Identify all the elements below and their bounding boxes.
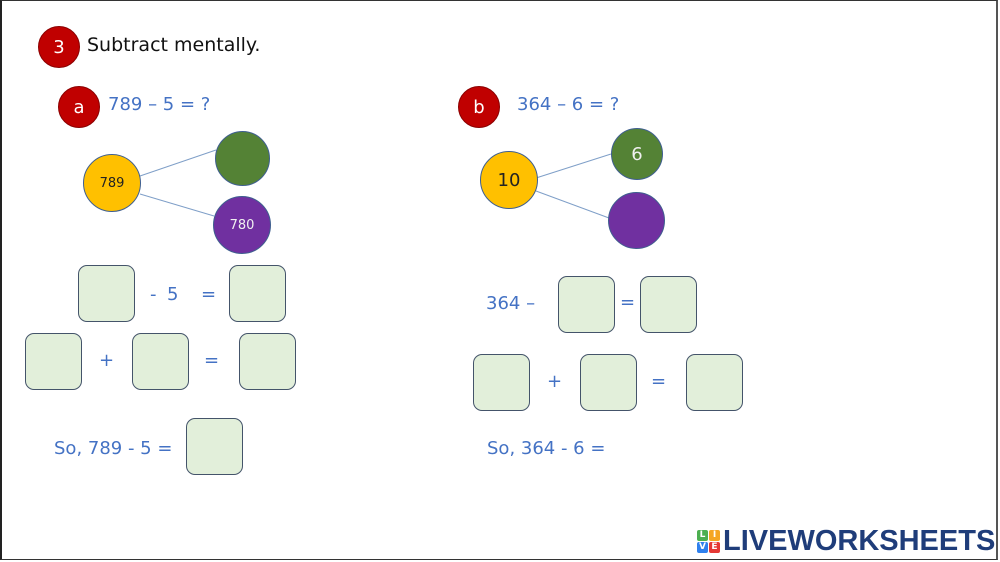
part-b-equation: 364 – 6 = ?: [517, 94, 620, 115]
logo-tile-e: E: [709, 541, 720, 553]
part-a-equation: 789 – 5 = ?: [108, 94, 211, 115]
part-b-answer-box-2[interactable]: [640, 276, 697, 333]
part-a-bottom-part-circle: 780: [213, 196, 271, 254]
part-b-label: b: [473, 96, 485, 118]
part-b-equals-1: =: [620, 292, 636, 313]
part-b-bottom-part-circle[interactable]: [608, 192, 665, 249]
part-b-answer-box-1[interactable]: [558, 276, 615, 333]
logo-tile-l: L: [697, 529, 708, 541]
logo-tile-i: I: [709, 529, 720, 541]
exercise-instruction: Subtract mentally.: [87, 34, 261, 56]
part-a-final-answer-box[interactable]: [186, 418, 243, 475]
part-b-answer-box-5[interactable]: [686, 354, 743, 411]
part-a-equals-1: =: [201, 284, 217, 305]
liveworksheets-logo: L I V E LIVEWORKSHEETS: [697, 526, 995, 556]
part-b-conclusion: So, 364 - 6 =: [487, 438, 606, 459]
logo-tile-v: V: [697, 541, 708, 553]
part-a-whole-circle: 789: [83, 154, 141, 212]
exercise-number: 3: [53, 36, 65, 58]
part-b-answer-box-3[interactable]: [473, 354, 530, 411]
part-a-badge: a: [58, 86, 100, 128]
part-b-plus-sign: +: [547, 371, 563, 392]
part-b-whole-value: 10: [497, 169, 521, 191]
part-a-answer-box-3[interactable]: [25, 333, 82, 390]
part-a-answer-box-1[interactable]: [78, 265, 135, 322]
part-a-answer-box-4[interactable]: [132, 333, 189, 390]
part-b-whole-circle: 10: [480, 151, 538, 209]
part-a-whole-value: 789: [99, 175, 125, 191]
logo-text: LIVEWORKSHEETS: [723, 525, 996, 557]
part-b-equals-2: =: [651, 371, 667, 392]
part-b-answer-box-4[interactable]: [580, 354, 637, 411]
part-a-plus-sign: +: [99, 350, 115, 371]
part-a-bottom-part-value: 780: [229, 217, 255, 233]
part-b-badge: b: [458, 86, 500, 128]
part-a-answer-box-2[interactable]: [229, 265, 286, 322]
part-b-row1-prefix: 364 –: [486, 293, 536, 314]
live-tiles-icon: L I V E: [697, 529, 720, 553]
part-a-answer-box-5[interactable]: [239, 333, 296, 390]
exercise-number-badge: 3: [38, 26, 80, 68]
part-a-equals-2: =: [204, 350, 220, 371]
part-a-top-part-circle[interactable]: [215, 131, 270, 186]
part-a-conclusion: So, 789 - 5 =: [54, 438, 173, 459]
part-a-label: a: [73, 96, 85, 118]
part-a-operand: 5: [167, 284, 179, 305]
part-a-minus-sign: -: [150, 284, 157, 305]
part-b-top-part-circle: 6: [611, 128, 663, 180]
part-b-top-part-value: 6: [631, 143, 643, 165]
